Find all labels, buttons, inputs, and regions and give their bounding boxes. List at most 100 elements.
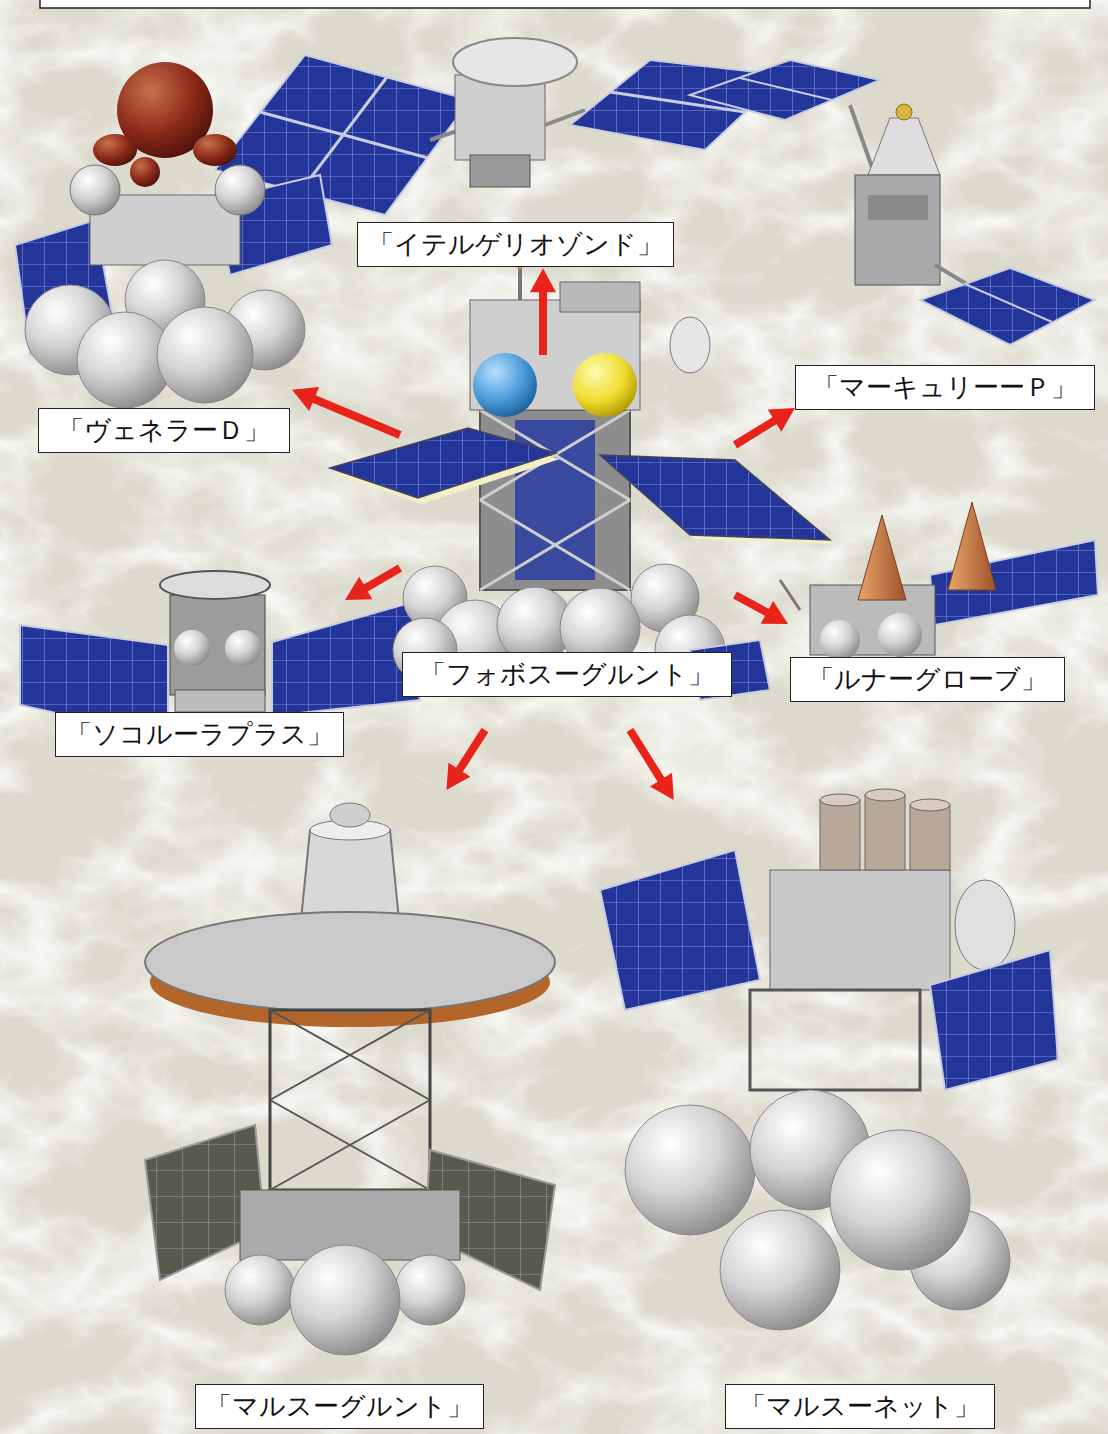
arrow-shaft <box>362 568 400 590</box>
mars-net-illustration-part <box>750 990 920 1090</box>
arrow-connector <box>735 595 788 624</box>
cropped-title-frame <box>40 0 1090 8</box>
spacecraft-node: 「ヴェネラーＤ」 <box>8 60 292 455</box>
luna-glob-illustration-part <box>858 515 906 600</box>
venera-d-illustration-part <box>215 165 265 215</box>
intergeliozond-illustration-part <box>453 38 577 86</box>
mars-net-illustration-part <box>770 870 950 990</box>
arrow-connector <box>446 730 485 790</box>
spacecraft-node: 「フォボスーグルント」 <box>400 355 735 730</box>
phobos-grunt-illustration-part <box>480 410 630 590</box>
arrow-head <box>768 408 795 432</box>
phobos-grunt-illustration <box>330 259 834 685</box>
spacecraft-node: 「イテルゲリオゾンド」 <box>355 30 675 268</box>
phobos-grunt-illustration-part <box>780 580 800 610</box>
arrow-connector <box>630 730 674 800</box>
venera-d-illustration-part <box>130 157 160 187</box>
venera-d-illustration-part <box>70 165 120 215</box>
spacecraft-label: 「マルスーネット」 <box>725 1384 995 1429</box>
venera-d-illustration-part <box>93 134 137 166</box>
mercury-p-illustration <box>690 60 1095 345</box>
sokol-laplace-illustration-part <box>170 595 265 695</box>
arrow-head <box>292 387 319 411</box>
mars-net-illustration-part <box>910 805 950 870</box>
mars-net-illustration-part <box>955 880 1015 970</box>
spacecraft-node: 「マーキュリーーＰ」 <box>795 60 1100 411</box>
luna-glob-illustration-part <box>948 502 996 590</box>
mars-grunt-illustration-part <box>290 1245 400 1355</box>
mars-net-illustration-part <box>820 794 860 806</box>
spacecraft-node: 「マルスーグルント」 <box>140 790 560 1432</box>
venera-d-illustration-part <box>193 134 237 166</box>
luna-glob-illustration-part <box>820 620 860 660</box>
spacecraft-label: 「ソコルーラプラス」 <box>55 712 344 757</box>
mars-net-illustration-part <box>910 799 950 811</box>
spacecraft-node: 「マルスーネット」 <box>600 800 1060 1432</box>
mars-net-illustration <box>600 789 1058 1330</box>
arrow-shaft <box>735 595 770 614</box>
phobos-grunt-illustration-part <box>670 317 710 373</box>
luna-glob-illustration-part <box>878 613 922 657</box>
mars-net-illustration-part <box>830 1130 970 1270</box>
spacecraft-label: 「ヴェネラーＤ」 <box>38 408 290 453</box>
mercury-p-illustration-part <box>896 104 912 120</box>
mars-net-illustration-part <box>865 795 905 870</box>
arrow-head <box>345 577 372 600</box>
mars-net-illustration-part <box>865 789 905 801</box>
phobos-grunt-illustration-part <box>573 353 637 417</box>
spacecraft-label: 「イテルゲリオゾンド」 <box>357 222 674 267</box>
mars-grunt-illustration-part <box>330 803 370 827</box>
venera-d-illustration <box>15 62 332 408</box>
arrow-shaft <box>630 730 663 783</box>
phobos-grunt-illustration-part <box>473 353 537 417</box>
cropped-title-frame-part <box>40 0 1090 8</box>
mercury-p-illustration-part <box>740 78 832 100</box>
mercury-p-illustration-part <box>868 118 940 175</box>
spacecraft-label: 「マルスーグルント」 <box>195 1384 484 1429</box>
intergeliozond-illustration-part <box>215 55 470 215</box>
arrow-connector <box>530 268 556 355</box>
spacecraft-node: 「ソコルーラプラス」 <box>15 560 345 760</box>
sokol-laplace-illustration-part <box>175 690 265 712</box>
arrow-shaft <box>310 398 400 435</box>
arrow-shaft <box>539 288 547 355</box>
mars-net-illustration-part <box>820 800 860 870</box>
arrow-head <box>761 601 788 624</box>
venera-d-illustration-part <box>157 307 253 403</box>
arrow-connector <box>292 387 400 435</box>
mars-grunt-illustration-part <box>225 1255 295 1325</box>
mars-net-illustration-part <box>600 850 760 1010</box>
spacecraft-node: 「ルナーグローブ」 <box>788 520 1100 705</box>
mercury-p-illustration-part <box>868 195 928 220</box>
mars-net-illustration-part <box>625 1105 755 1235</box>
phobos-grunt-illustration-part <box>518 268 522 305</box>
arrow-head <box>530 268 556 292</box>
mercury-p-illustration-part <box>920 268 1095 345</box>
sokol-laplace-illustration-part <box>160 571 270 599</box>
arrow-connector <box>735 408 795 445</box>
arrow-shaft <box>457 730 485 773</box>
mars-grunt-illustration <box>145 803 555 1355</box>
mercury-p-illustration-part <box>855 175 940 285</box>
arrow-head <box>446 763 470 790</box>
phobos-grunt-illustration-part <box>600 455 830 540</box>
mars-grunt-illustration-part <box>270 1010 430 1190</box>
spacecraft-label: 「ルナーグローブ」 <box>790 657 1065 702</box>
sokol-laplace-illustration-part <box>174 630 210 666</box>
arrow-head <box>650 773 674 800</box>
spacecraft-label: 「フォボスーグルント」 <box>402 652 732 697</box>
mars-grunt-illustration-part <box>145 912 555 1012</box>
mercury-p-illustration-part <box>965 284 1052 322</box>
phobos-grunt-illustration-part <box>480 410 630 590</box>
intergeliozond-illustration-part <box>455 75 545 160</box>
arrow-shaft <box>735 418 778 445</box>
arrow-connector <box>345 568 400 600</box>
intergeliozond-illustration-part <box>470 155 530 187</box>
spacecraft-label: 「マーキュリーーＰ」 <box>795 365 1095 410</box>
mars-net-illustration-part <box>720 1210 840 1330</box>
mars-grunt-illustration-part <box>270 1010 430 1190</box>
